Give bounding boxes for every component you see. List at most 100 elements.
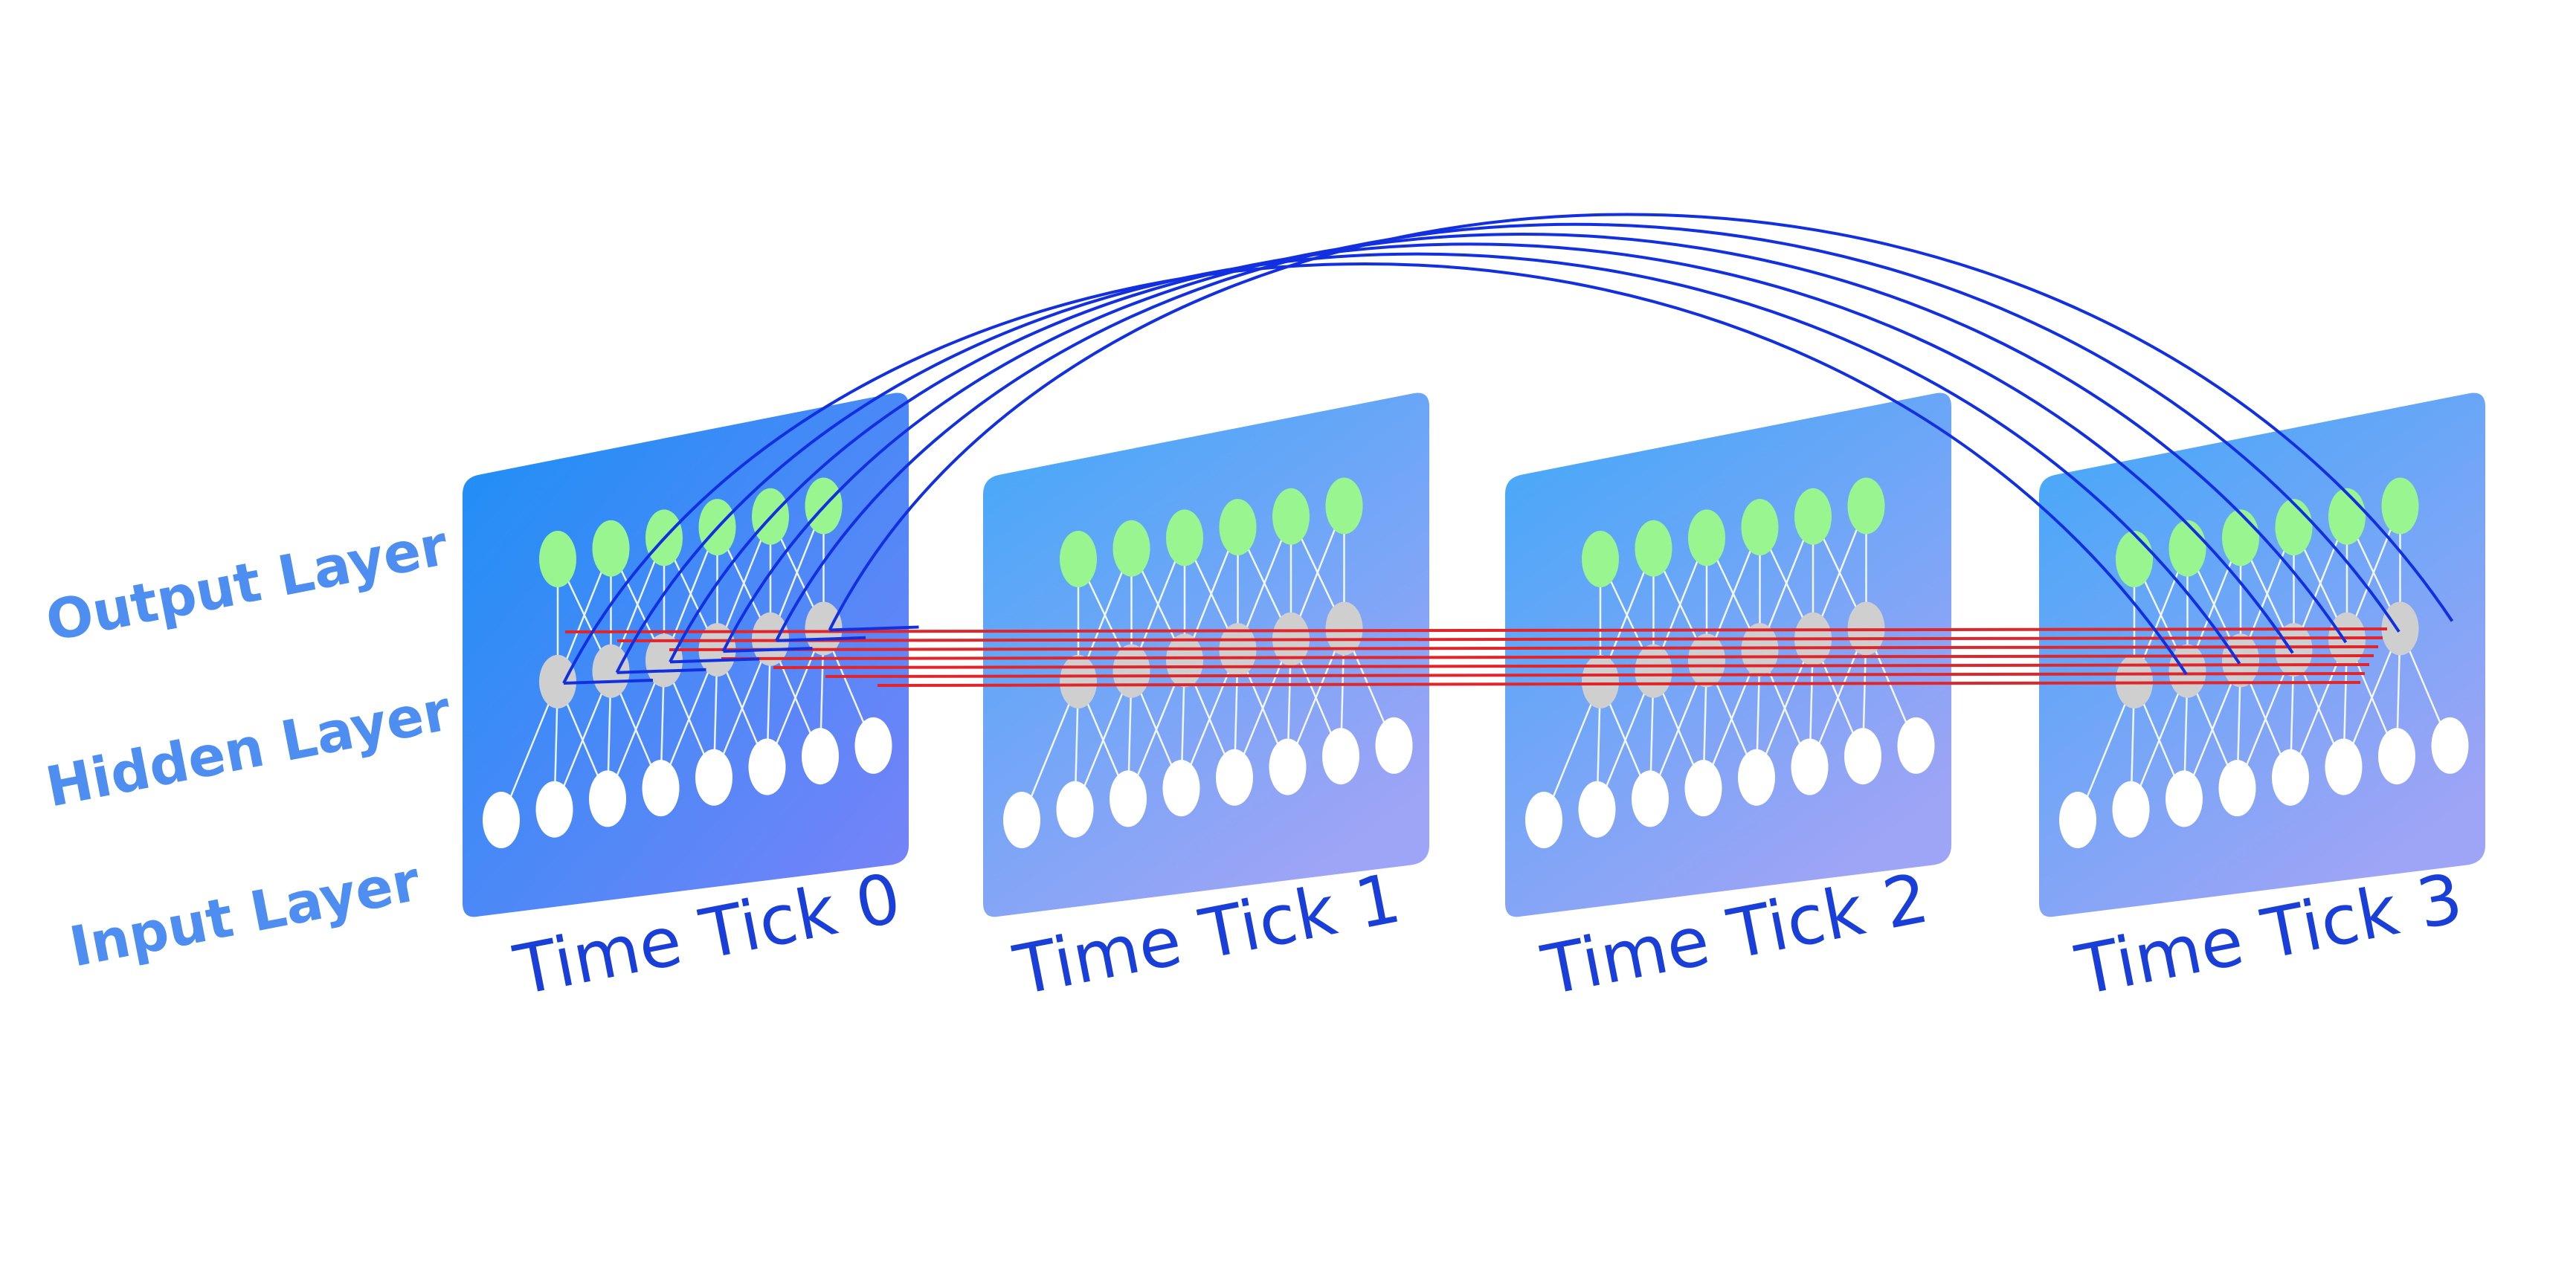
- output-node: [2381, 477, 2419, 535]
- output-node: [1582, 531, 1619, 587]
- hidden-node: [1060, 655, 1097, 708]
- layer-labels: Output Layer Hidden Layer Input Layer: [41, 514, 456, 980]
- hidden-node: [1688, 633, 1725, 688]
- input-node: [1791, 738, 1829, 795]
- skip-arc: [562, 262, 2188, 684]
- hidden-node: [2275, 623, 2313, 677]
- recurrent-link: [669, 645, 2379, 651]
- skip-arc-entry: [776, 636, 866, 642]
- input-node: [2112, 781, 2150, 838]
- hidden-node: [1741, 623, 1779, 677]
- recurrent-links: [564, 627, 2388, 687]
- input-node: [483, 792, 520, 848]
- output-node: [1166, 509, 1203, 566]
- recurrent-link: [877, 681, 2361, 687]
- output-node: [1635, 520, 1672, 577]
- input-node: [1110, 770, 1147, 827]
- skip-arc: [721, 233, 2348, 652]
- input-node: [2378, 728, 2415, 785]
- output-node: [2168, 520, 2206, 577]
- output-node: [1272, 488, 1310, 545]
- output-node: [1060, 531, 1097, 587]
- input-node: [2059, 792, 2096, 848]
- output-node: [1112, 520, 1150, 577]
- skip-arc-entry: [723, 647, 813, 653]
- output-node: [539, 531, 576, 587]
- hidden-layer-label: Hidden Layer: [41, 679, 456, 820]
- panel-time-tick-1: [983, 393, 1429, 917]
- skip-arc: [669, 242, 2294, 663]
- output-node: [1325, 477, 1363, 535]
- skip-arc-entry: [829, 625, 919, 632]
- skip-arc-entry: [616, 668, 706, 674]
- input-node: [642, 760, 680, 817]
- hidden-node: [1582, 655, 1619, 708]
- output-layer-label: Output Layer: [41, 514, 453, 654]
- input-node: [748, 738, 786, 795]
- skip-arc: [828, 213, 2454, 631]
- output-node: [1688, 509, 1725, 566]
- input-node: [1632, 770, 1669, 827]
- hidden-node: [1325, 601, 1363, 656]
- output-node: [1741, 499, 1779, 556]
- output-node: [2222, 509, 2259, 566]
- input-node: [535, 781, 573, 838]
- input-node: [802, 728, 839, 785]
- input-layer-label: Input Layer: [65, 849, 425, 979]
- skip-arc-entry: [669, 657, 760, 664]
- recurrent-link: [825, 672, 2366, 678]
- input-node: [1897, 717, 1935, 774]
- recurrent-link: [564, 627, 2388, 633]
- skip-connection-arcs: [562, 213, 2454, 685]
- skip-arc-entry: [563, 679, 654, 685]
- output-node: [2116, 531, 2153, 587]
- panel-time-tick-0: [463, 393, 909, 917]
- input-node: [1269, 738, 1307, 795]
- input-node: [1375, 717, 1413, 774]
- panel-background: [463, 393, 909, 917]
- input-node: [1216, 749, 1253, 806]
- hidden-node: [539, 655, 576, 708]
- input-node: [1162, 760, 1200, 817]
- input-node: [1578, 781, 1616, 838]
- input-node: [1844, 728, 1881, 785]
- input-node: [1056, 781, 1094, 838]
- input-node: [854, 717, 892, 774]
- input-node: [589, 770, 626, 827]
- input-node: [2431, 717, 2469, 774]
- input-node: [2166, 770, 2203, 827]
- input-node: [1525, 792, 1562, 848]
- input-node: [2325, 738, 2363, 795]
- skip-arc: [615, 252, 2241, 674]
- input-node: [1003, 792, 1040, 848]
- input-node: [2272, 749, 2309, 806]
- panel-background: [983, 393, 1429, 917]
- recurrent-link: [616, 636, 2383, 642]
- output-node: [2328, 488, 2366, 545]
- hidden-node: [1166, 633, 1203, 688]
- input-node: [1322, 728, 1359, 785]
- input-node: [1684, 760, 1722, 817]
- output-node: [1219, 499, 1257, 556]
- input-node: [695, 749, 732, 806]
- output-node: [1847, 477, 1885, 535]
- panel-time-tick-2: [1505, 393, 1951, 917]
- hidden-node: [1635, 644, 1672, 698]
- hidden-node: [2222, 633, 2259, 688]
- panel-background: [1505, 393, 1951, 917]
- hidden-node: [2168, 644, 2206, 698]
- output-node: [2275, 499, 2313, 556]
- input-node: [1738, 749, 1775, 806]
- output-node: [592, 520, 630, 577]
- hidden-node: [645, 633, 683, 688]
- skip-arc: [775, 222, 2400, 642]
- time-tick-panels: [463, 393, 2485, 917]
- recurrent-link: [721, 654, 2374, 660]
- output-node: [1794, 488, 1832, 545]
- hidden-node: [1112, 644, 1150, 698]
- input-node: [2218, 760, 2256, 817]
- recurrent-link: [773, 663, 2370, 669]
- hidden-node: [592, 644, 630, 698]
- hidden-node: [2381, 601, 2419, 656]
